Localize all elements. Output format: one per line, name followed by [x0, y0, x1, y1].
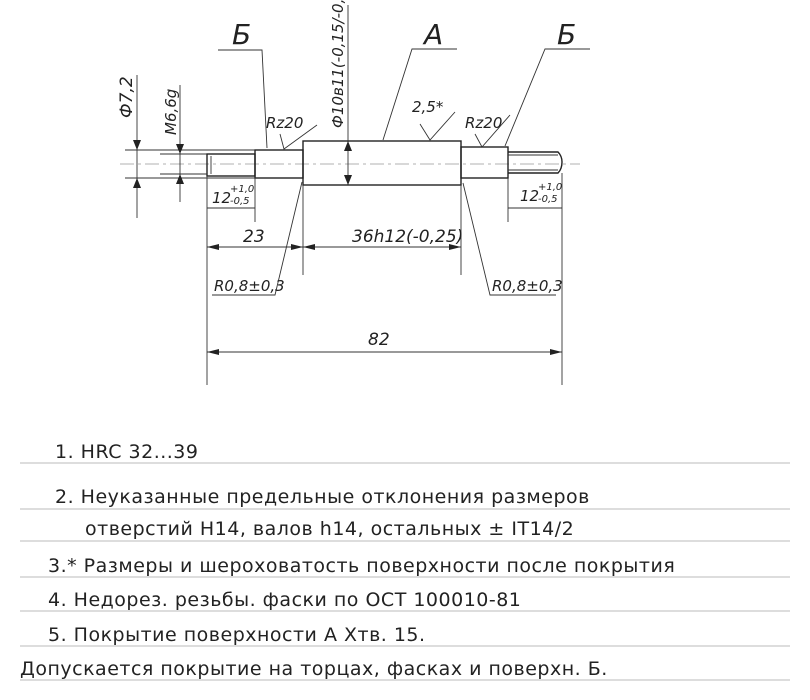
note-3: 3.* Размеры и шероховатость поверхности …: [48, 555, 675, 577]
note-4: 4. Недорез. резьбы. фаски по ОСТ 100010-…: [48, 589, 521, 611]
tolerance-lower: -0,5: [230, 196, 250, 207]
note-rules: [20, 462, 790, 681]
radius-left-label: R0,8±0,3: [214, 277, 285, 295]
right-thread: [508, 151, 563, 174]
length-36-label: 36h12(-0,25): [352, 227, 463, 247]
note-6: Допускается покрытие на торцах, фасках и…: [20, 658, 608, 680]
note-1: 1. HRC 32...39: [55, 441, 199, 463]
note-2-cont: отверстий H14, валов h14, остальных ± IT…: [85, 518, 574, 540]
tolerance-upper: +1,0: [230, 184, 254, 195]
tolerance-lower: -0,5: [538, 194, 558, 205]
surface-b-left-label: Б: [232, 18, 251, 51]
coating-thickness-label: 2,5*: [412, 98, 444, 116]
thread-length-left: 12: [212, 189, 231, 207]
roughness-left-label: Rz20: [266, 114, 303, 132]
shaft-outline: [206, 140, 563, 186]
overall-length-label: 82: [368, 330, 390, 350]
radius-right-label: R0,8±0,3: [492, 277, 563, 295]
roughness-right-label: Rz20: [465, 114, 502, 132]
right-shoulder: [460, 146, 509, 179]
length-23-label: 23: [243, 227, 265, 247]
diameter-7-2-label: Ф7,2: [117, 76, 137, 118]
surface-a-label: А: [422, 18, 443, 51]
tolerance-upper: +1,0: [538, 182, 562, 193]
diameter-10-label: Ф10в11(-0,15/-0,24): [329, 0, 347, 128]
surface-b-right-label: Б: [557, 18, 576, 51]
thread-m6-label: М6,6g: [162, 89, 180, 135]
note-5: 5. Покрытие поверхности А Хтв. 15.: [48, 624, 426, 646]
note-2: 2. Неуказанные предельные отклонения раз…: [55, 486, 590, 508]
thread-length-right: 12: [520, 187, 539, 205]
left-thread: [206, 153, 256, 177]
central-section: [302, 140, 462, 186]
